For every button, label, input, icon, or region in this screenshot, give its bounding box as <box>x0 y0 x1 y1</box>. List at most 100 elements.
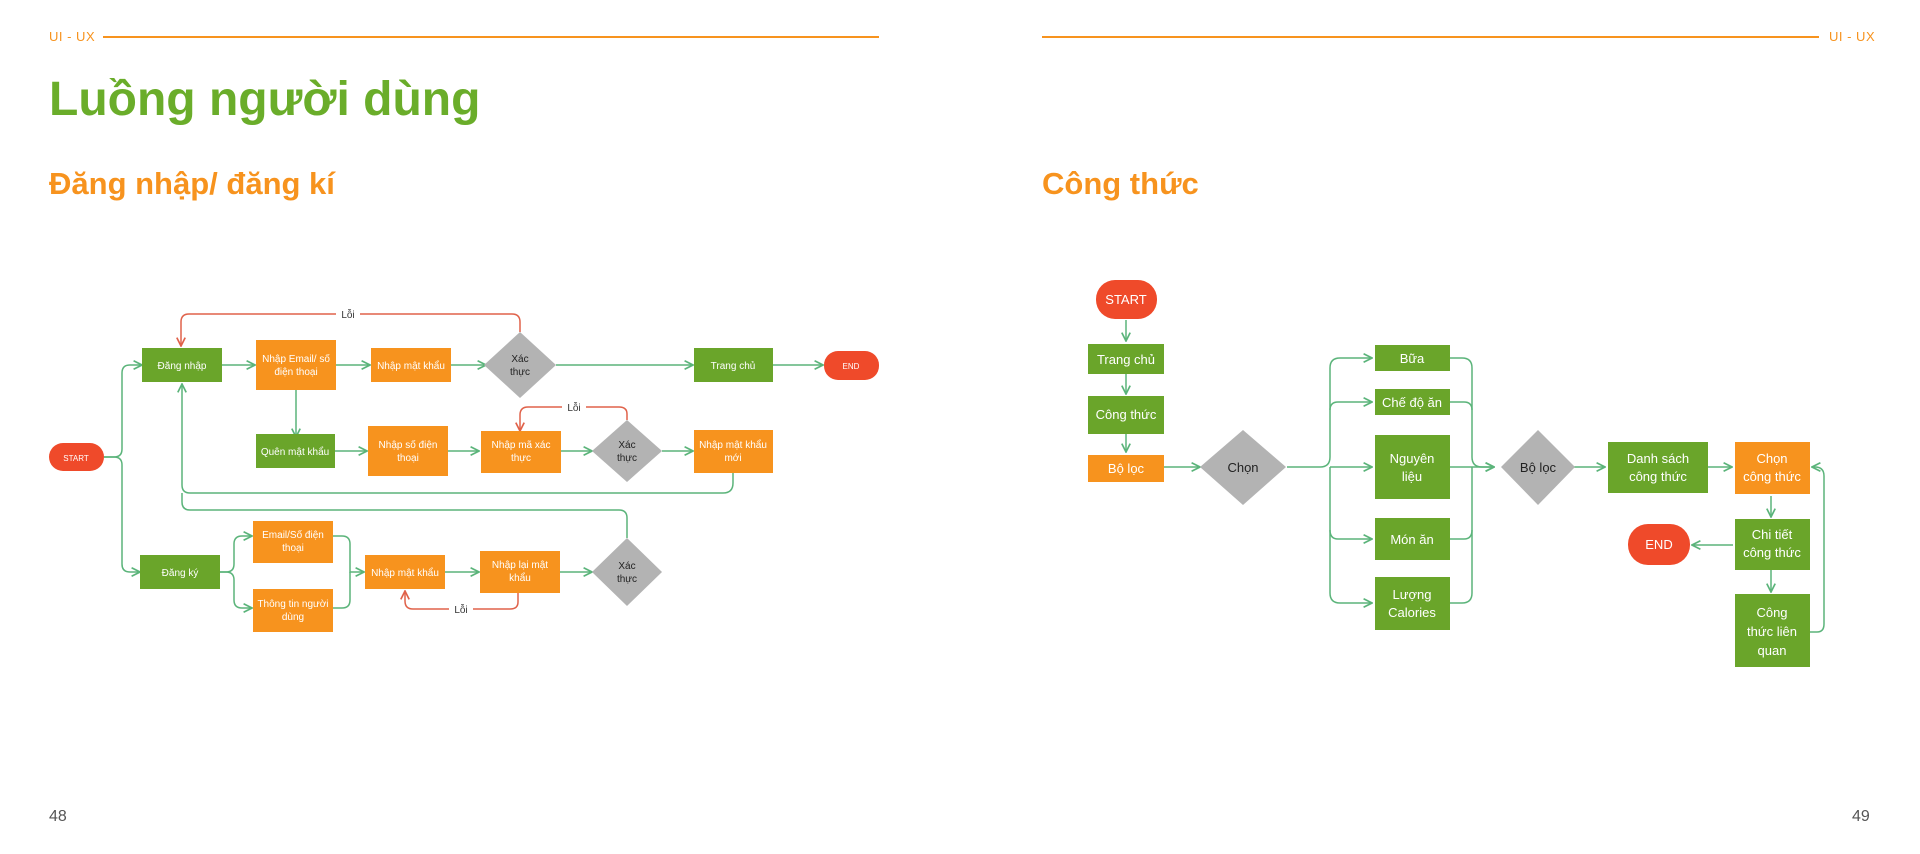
node-label: Nhập mật khẩu <box>371 567 439 579</box>
end-node: END <box>824 351 879 380</box>
decision-chon: Chọn <box>1200 430 1286 505</box>
section-title-recipe: Công thức <box>1042 166 1199 201</box>
end-label: END <box>1645 537 1672 552</box>
node-trang-chu-2: Trang chủ <box>1088 344 1164 374</box>
decision-label-line2: thực <box>617 574 637 585</box>
error-label: Lỗi <box>567 401 580 414</box>
node-bua: Bữa <box>1375 345 1450 371</box>
recipe-start-node: START <box>1096 280 1157 319</box>
node-label-line1: Chi tiết <box>1752 527 1793 542</box>
decision-bo-loc: Bộ lọc <box>1501 430 1575 505</box>
node-label-line1: Nhập số điện <box>379 439 438 451</box>
node-label-line2: công thức <box>1743 469 1801 484</box>
node-nhap-email: Nhập Email/ số điện thoại <box>256 340 336 390</box>
start-label: START <box>63 454 89 463</box>
node-bo-loc: Bộ lọc <box>1088 455 1164 482</box>
right-header-label: UI - UX <box>1829 29 1876 44</box>
end-label: END <box>843 362 860 371</box>
node-label-line2: thoại <box>282 543 304 554</box>
node-nhap-mat-khau: Nhập mật khẩu <box>371 348 451 382</box>
node-label-line2: công thức <box>1743 545 1801 560</box>
node-label-line1: Email/Số điện <box>262 529 324 541</box>
node-label-line2: mới <box>724 453 741 464</box>
error-label: Lỗi <box>341 308 354 321</box>
node-label-line2: thức liên <box>1747 624 1797 639</box>
node-quen-mat-khau: Quên mật khẩu <box>256 434 335 468</box>
node-label-line1: Nhập mã xác <box>492 440 551 451</box>
page-number-left: 48 <box>49 808 67 825</box>
decision-label-line2: thực <box>617 453 637 464</box>
node-nhap-lai-mat-khau: Nhập lại mật khẩu <box>480 551 560 593</box>
node-label: Đăng nhập <box>158 361 207 372</box>
page-number-right: 49 <box>1852 808 1870 825</box>
node-label: Trang chủ <box>711 360 756 372</box>
page-title: Luồng người dùng <box>49 73 481 126</box>
decision-xac-thuc-2: Xác thực <box>592 420 662 482</box>
node-label-line2: công thức <box>1629 469 1687 484</box>
node-email-so-dien-thoai: Email/Số điện thoại <box>253 521 333 563</box>
node-danh-sach-cong-thuc: Danh sách công thức <box>1608 442 1708 493</box>
decision-label-line1: Xác <box>618 561 635 572</box>
login-error-labels: Lỗi Lỗi Lỗi <box>336 307 586 616</box>
node-label-line2: thực <box>511 453 531 464</box>
node-nhap-mat-khau-2: Nhập mật khẩu <box>365 555 445 589</box>
node-trang-chu: Trang chủ <box>694 348 773 382</box>
node-luong-calories: Lượng Calories <box>1375 577 1450 630</box>
recipe-end-node: END <box>1628 524 1690 565</box>
node-label-line2: khẩu <box>509 572 531 584</box>
node-chon-cong-thuc: Chọn công thức <box>1735 442 1810 494</box>
decision-label: Bộ lọc <box>1520 460 1557 475</box>
decision-label: Chọn <box>1227 460 1258 475</box>
node-label-line1: Nhập mật khẩu <box>699 439 767 451</box>
node-label-line2: điện thoại <box>274 367 317 378</box>
node-label: Món ăn <box>1390 532 1433 547</box>
recipe-flow-connectors <box>1126 320 1825 633</box>
right-header-rule <box>1042 36 1819 38</box>
node-label-line2: thoại <box>397 453 419 464</box>
node-label: Trang chủ <box>1097 352 1155 367</box>
node-label-line1: Danh sách <box>1627 451 1689 466</box>
node-label-line2: liệu <box>1402 469 1422 484</box>
node-dang-ky: Đăng ký <box>140 555 220 589</box>
node-label: Công thức <box>1096 407 1157 422</box>
decision-xac-thuc-3: Xác thực <box>592 538 662 606</box>
node-label-line1: Lượng <box>1393 587 1432 602</box>
left-header-label: UI - UX <box>49 29 96 44</box>
node-thong-tin-nguoi-dung: Thông tin người dùng <box>253 589 333 632</box>
node-cong-thuc-lien-quan: Công thức liên quan <box>1735 594 1810 667</box>
decision-label-line1: Xác <box>511 354 528 365</box>
node-nhap-mat-khau-moi: Nhập mật khẩu mới <box>694 430 773 473</box>
node-label: Nhập mật khẩu <box>377 360 445 372</box>
node-label: Quên mật khẩu <box>261 446 329 458</box>
node-label-line1: Chọn <box>1756 451 1787 466</box>
decision-label-line2: thực <box>510 367 530 378</box>
node-nhap-so-dien-thoai: Nhập số điện thoại <box>368 426 448 476</box>
node-label: Bữa <box>1400 351 1425 366</box>
node-label: Đăng ký <box>162 568 199 579</box>
login-flow-connectors <box>104 365 823 608</box>
node-che-do-an: Chế độ ăn <box>1375 389 1450 415</box>
start-label: START <box>1105 292 1146 307</box>
error-label: Lỗi <box>454 603 467 616</box>
node-mon-an: Món ăn <box>1375 518 1450 560</box>
node-label-line3: quan <box>1758 643 1787 658</box>
node-label-line2: Calories <box>1388 605 1436 620</box>
node-nguyen-lieu: Nguyên liệu <box>1375 435 1450 499</box>
node-label-line1: Thông tin người <box>257 599 328 610</box>
start-node: START <box>49 443 104 471</box>
node-label-line1: Nguyên <box>1390 451 1435 466</box>
decision-xac-thuc-1: Xác thực <box>484 332 556 398</box>
decision-label-line1: Xác <box>618 440 635 451</box>
node-label-line1: Công <box>1756 605 1787 620</box>
left-header-rule <box>103 36 879 38</box>
node-dang-nhap: Đăng nhập <box>142 348 222 382</box>
node-chi-tiet-cong-thuc: Chi tiết công thức <box>1735 519 1810 570</box>
node-label-line1: Nhập Email/ số <box>262 353 330 365</box>
node-label: Chế độ ăn <box>1382 395 1442 410</box>
node-label-line1: Nhập lại mật <box>492 560 548 571</box>
section-title-login: Đăng nhập/ đăng kí <box>49 166 335 201</box>
node-label-line2: dùng <box>282 612 304 623</box>
node-nhap-ma-xac-thuc: Nhập mã xác thực <box>481 431 561 473</box>
node-cong-thuc: Công thức <box>1088 396 1164 434</box>
